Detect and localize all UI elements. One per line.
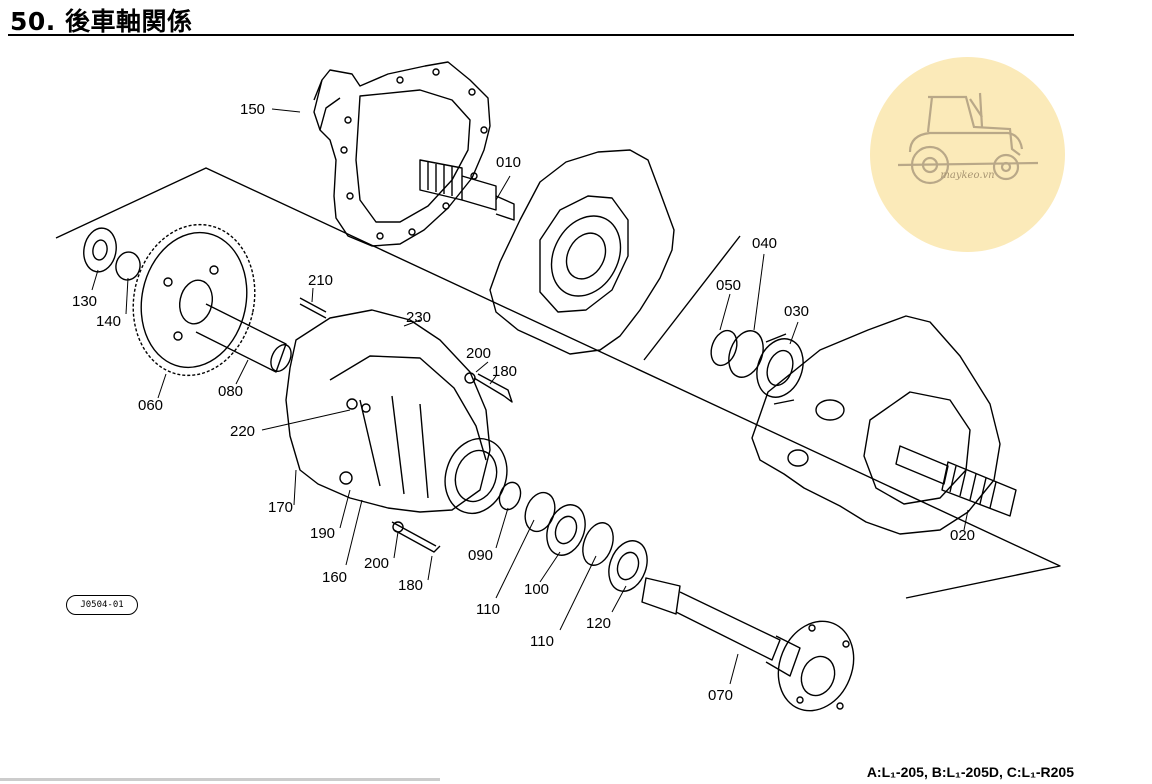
axle-housing-160: [285, 309, 508, 515]
part-label: 070: [708, 687, 734, 704]
snap-ring-050: [710, 329, 738, 367]
title-divider: [8, 34, 1074, 36]
part-label: 210: [308, 272, 334, 289]
part-label: 170: [268, 499, 294, 516]
page-title: 50. 後車軸関係: [10, 7, 193, 36]
gear-060: [132, 223, 256, 377]
part-label: 100: [524, 581, 550, 598]
reference-code: J0504-01: [66, 595, 138, 615]
bottom-divider: [0, 778, 440, 781]
oil-seal-090: [498, 481, 522, 511]
part-label: 160: [322, 569, 348, 586]
rear-axle-case-150: [313, 61, 491, 247]
part-label: 220: [230, 423, 256, 440]
transmission-housing: [489, 149, 675, 355]
part-label: 120: [586, 615, 612, 632]
bearing-100: [546, 504, 586, 556]
part-label: 010: [496, 154, 522, 171]
part-label: 080: [218, 383, 244, 400]
part-label: 060: [138, 397, 164, 414]
rear-axle-shaft-070: [641, 577, 855, 712]
rear-axle-housing-020: [751, 315, 1001, 535]
snap-ring-110-a: [524, 491, 556, 533]
part-label: 190: [310, 525, 336, 542]
shaft-020: [895, 445, 1017, 517]
part-label: 110: [476, 601, 500, 618]
snap-ring-040: [728, 330, 764, 378]
part-label: 110: [530, 633, 554, 650]
part-label: 090: [468, 547, 494, 564]
part-label: 130: [72, 293, 98, 310]
part-label: 030: [784, 303, 810, 320]
bearing-130: [83, 227, 117, 273]
logo-text: maykeo.vn: [940, 170, 995, 181]
watermark-logo: maykeo.vn: [870, 57, 1065, 252]
part-label: 050: [716, 277, 742, 294]
bearing-030: [756, 333, 804, 405]
part-label: 020: [950, 527, 976, 544]
part-label: 200: [364, 555, 390, 572]
bolt-180-lower: [391, 521, 441, 553]
snap-ring-110-b: [582, 522, 614, 566]
stud-210: [299, 297, 327, 319]
collar-140: [115, 251, 141, 281]
part-label: 180: [398, 577, 424, 594]
tractor-icon: [897, 92, 1039, 185]
part-label: 200: [466, 345, 492, 362]
sleeve-080: [195, 303, 292, 373]
model-applicability-note: A:L₁-205, B:L₁-205D, C:L₁-R205: [866, 764, 1074, 780]
part-label: 040: [752, 235, 778, 252]
part-label: 140: [96, 313, 122, 330]
part-label: 150: [240, 101, 266, 118]
bearing-120: [608, 540, 648, 592]
pinion-shaft-010: [419, 159, 515, 221]
part-label: 230: [406, 309, 432, 326]
bolt-180-upper: [473, 373, 513, 403]
part-label: 180: [492, 363, 518, 380]
